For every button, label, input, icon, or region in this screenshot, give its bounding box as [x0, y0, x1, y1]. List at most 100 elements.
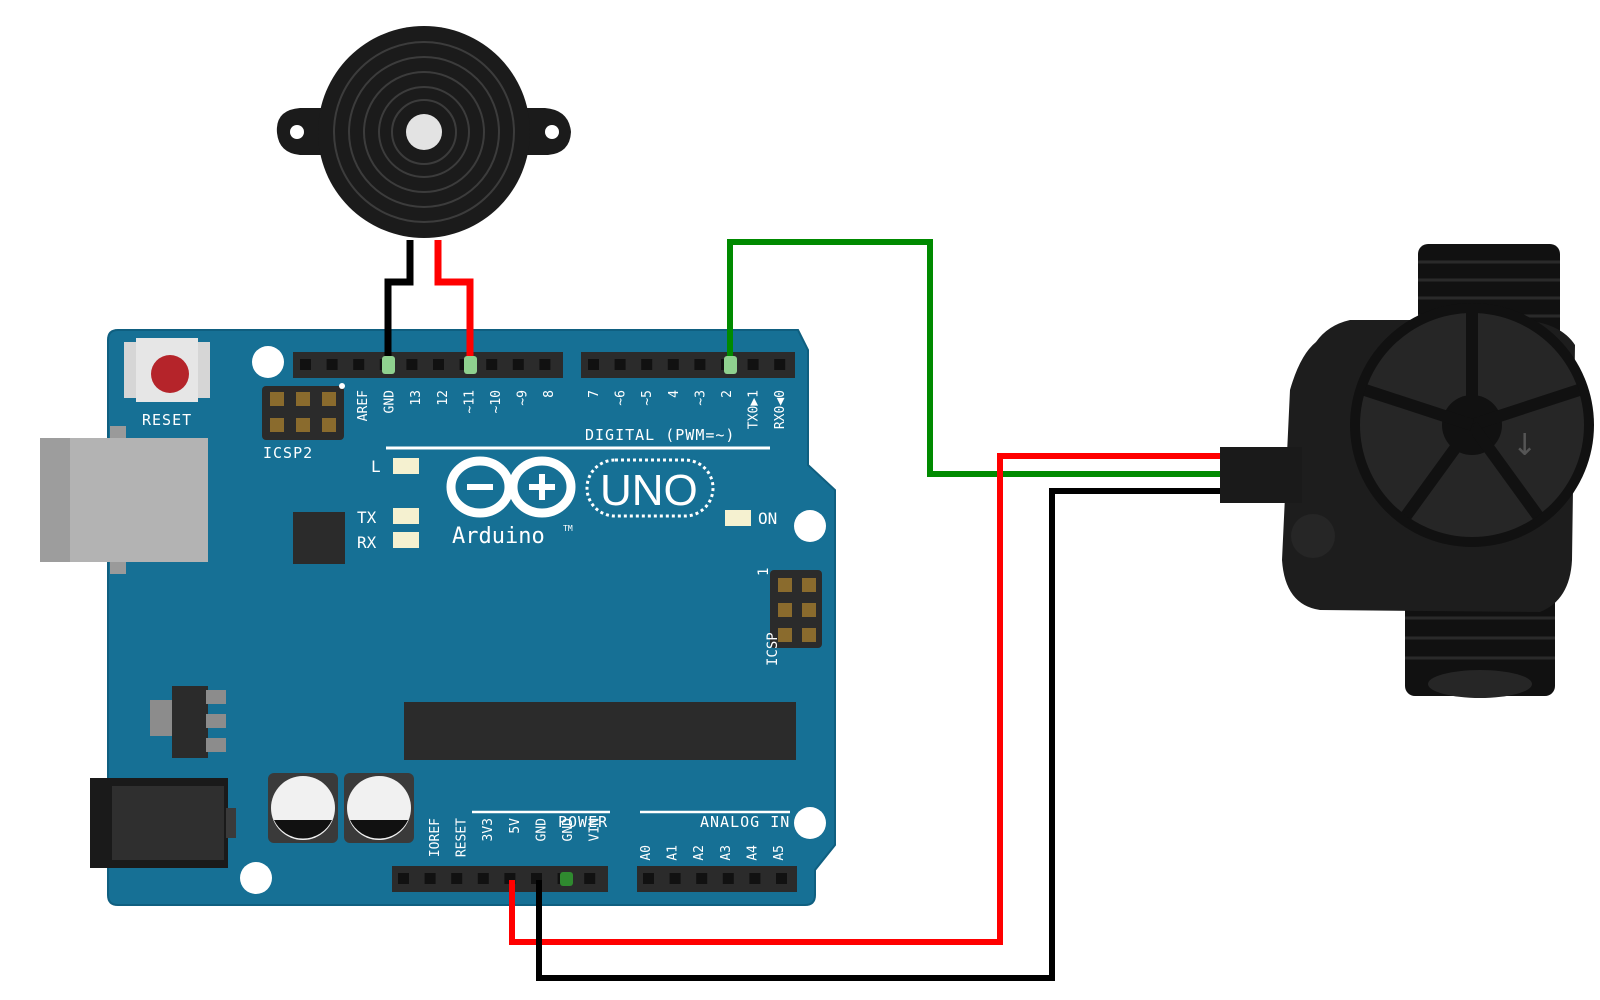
header-pin: [477, 873, 489, 884]
mounting-hole: [240, 862, 272, 894]
power-label: POWER: [558, 813, 608, 831]
header-pin: [353, 359, 365, 370]
pin-label: A1: [666, 845, 681, 861]
mounting-hole: [794, 807, 826, 839]
reset-label: RESET: [142, 411, 192, 429]
arduino-logo: [446, 456, 576, 518]
pin-label: 8: [542, 390, 557, 398]
pin-label: ~9: [516, 390, 531, 406]
capacitor: [268, 773, 338, 843]
analog-header: [637, 866, 797, 892]
digital-header-low: [581, 352, 795, 378]
pin-label: A5: [772, 845, 787, 861]
led-tx: [393, 508, 419, 524]
header-pin: [398, 873, 409, 884]
pin-label: GND: [534, 818, 549, 842]
header-pin: [512, 359, 524, 370]
led-l: [393, 458, 419, 474]
brand-uno: UNO: [600, 466, 698, 515]
led-l-label: L: [371, 457, 381, 476]
reset-button[interactable]: [124, 338, 210, 402]
pin-highlight-2: [724, 356, 737, 374]
pin-label: ~11: [462, 390, 477, 413]
piezo-buzzer: [276, 26, 571, 238]
capacitor: [344, 773, 414, 843]
header-pin: [584, 873, 596, 884]
sensor-connector: [1220, 447, 1302, 503]
voltage-regulator: [150, 686, 226, 758]
icsp-pin1-label: 1: [756, 568, 772, 576]
digital-label: DIGITAL (PWM=~): [585, 426, 735, 444]
pin-highlight-gnd: [382, 356, 395, 374]
header-pin: [539, 359, 551, 370]
icsp2-label: ICSP2: [263, 444, 313, 462]
board-pcb: [107, 329, 836, 906]
wires: [382, 239, 1220, 981]
header-pin: [669, 873, 681, 884]
header-pin: [776, 873, 787, 884]
mounting-hole: [794, 510, 826, 542]
wire-sensor-gnd: [536, 488, 1220, 981]
digital-header-high: [293, 352, 563, 378]
icsp-header: [770, 570, 822, 648]
pin-label: VIN: [588, 818, 603, 841]
header-pin: [722, 873, 734, 884]
header-pin: [696, 873, 708, 884]
sensor-screw-boss: [1291, 514, 1335, 558]
led-rx-label: RX: [357, 533, 377, 552]
pin-label: A4: [745, 845, 760, 861]
header-pin: [424, 873, 436, 884]
pin-label: A2: [692, 845, 707, 861]
pin-label: TX0▶1: [747, 390, 762, 429]
usb-connector: [40, 426, 208, 574]
header-pin: [641, 359, 653, 370]
pin-label: 13: [409, 390, 424, 406]
brand-name: Arduino: [452, 524, 545, 549]
sensor-rotor-cover: [1350, 303, 1594, 547]
header-pin: [433, 359, 444, 370]
pin-label: 5V: [508, 818, 523, 834]
pin-label: ~5: [640, 390, 655, 406]
icsp-label: ICSP: [765, 632, 781, 666]
wire-signal-pin2: [727, 239, 1220, 477]
header-pin: [588, 359, 599, 370]
header-pin: [667, 359, 679, 370]
led-rx: [393, 532, 419, 548]
header-pin: [694, 359, 706, 370]
wire-buzzer-gnd: [384, 240, 414, 360]
water-flow-sensor: ↓: [1220, 244, 1594, 698]
pin-label: 4: [667, 390, 682, 398]
header-pin: [300, 359, 311, 370]
pin-label: IOREF: [428, 818, 443, 857]
header-pin: [747, 359, 759, 370]
pin-highlight-11: [464, 356, 477, 374]
header-pin: [614, 359, 626, 370]
flow-arrow-icon: ↓: [1512, 428, 1537, 463]
led-tx-label: TX: [357, 508, 377, 527]
aref-dot: [339, 383, 345, 389]
pin-label: ~6: [614, 390, 629, 406]
header-pin: [531, 873, 542, 884]
power-header: [392, 866, 608, 892]
pin-label: AREF: [356, 390, 371, 421]
pin-label: ~10: [489, 390, 504, 413]
pin-highlight-gnd2: [560, 872, 573, 886]
pin-label: ~3: [693, 390, 708, 406]
uno-badge: [585, 458, 715, 518]
header-pin: [774, 359, 786, 370]
wire-buzzer-pin11: [434, 240, 474, 360]
header-pin: [326, 359, 338, 370]
wire-sensor-5v: [509, 453, 1220, 945]
pin-label: 2: [720, 390, 735, 398]
pin-label: RESET: [455, 818, 470, 857]
analog-label: ANALOG IN: [700, 813, 790, 831]
brand-tm: TM: [563, 524, 573, 533]
pin-label: 12: [436, 390, 451, 406]
header-pin: [406, 359, 418, 370]
buzzer-center: [406, 114, 442, 150]
header-pin: [749, 873, 761, 884]
header-pin: [643, 873, 654, 884]
led-on-label: ON: [758, 509, 777, 528]
